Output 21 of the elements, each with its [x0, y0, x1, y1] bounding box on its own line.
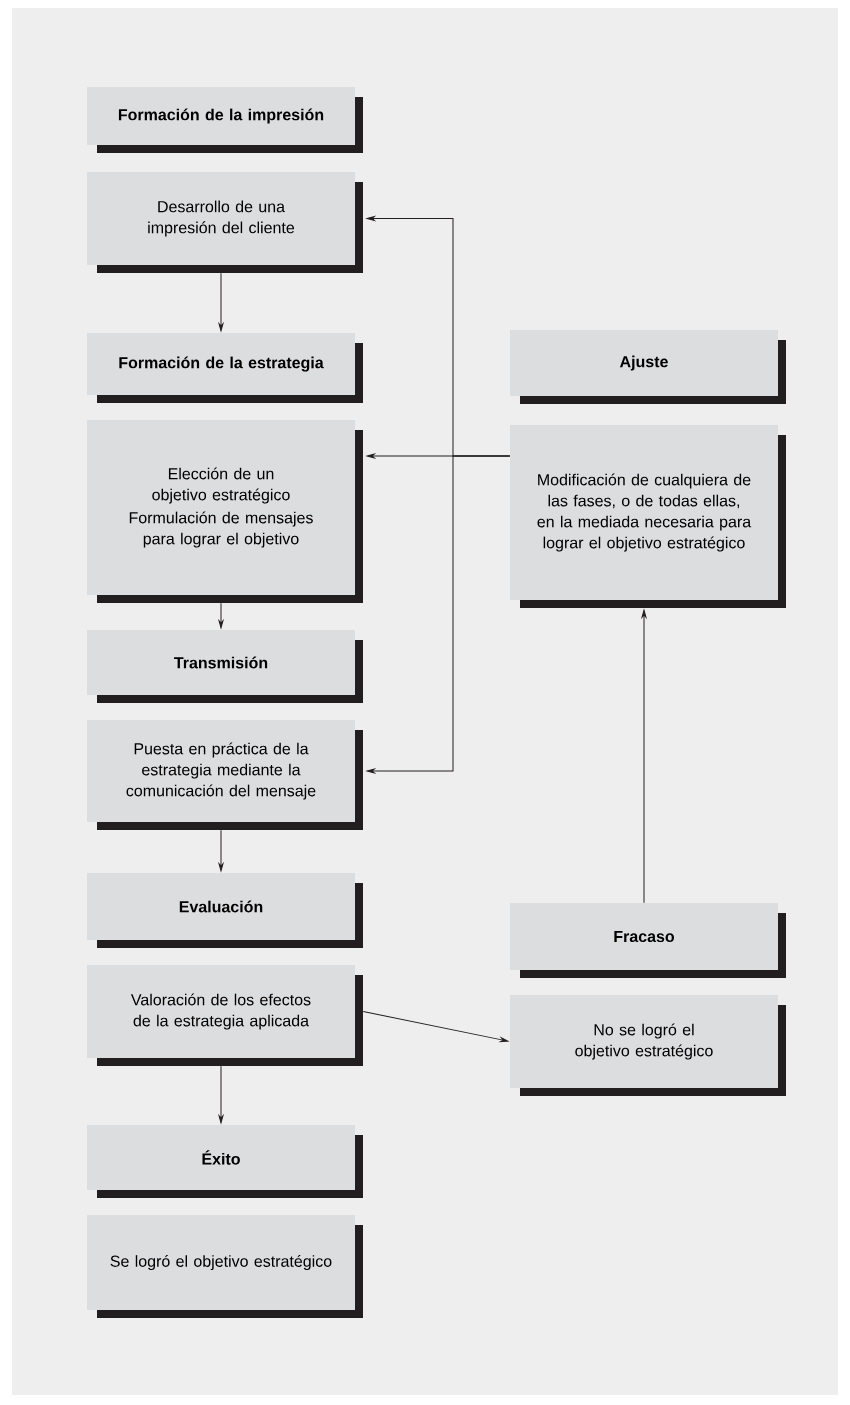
arrow: [218, 1065, 224, 1124]
arrow: [218, 829, 224, 872]
heading-box: Ajuste: [510, 330, 786, 404]
text-box: Puesta en práctica de la estrategia mediante la comunicación del mensaje: [87, 720, 363, 830]
arrow: [362, 1011, 509, 1043]
heading-box: Formación de la estrategia: [87, 333, 363, 403]
arrow: [218, 602, 224, 629]
heading-box: Formación de la impresión: [87, 87, 363, 153]
text-box: Elección de un objetivo estratégico Formulación de mensajes para lograr el objetivo: [87, 420, 363, 603]
heading-box: Fracaso: [510, 903, 786, 978]
text-box: Desarrollo de una impresión del cliente: [87, 172, 363, 273]
arrow: [366, 455, 511, 774]
heading-box: Evaluación: [87, 873, 363, 948]
text-box: Valoración de los efectos de la estrategia aplicada: [87, 965, 363, 1066]
text-box: Se logró el objetivo estratégico: [87, 1215, 363, 1318]
text-box: Modificación de cualquiera de las fases, o de todas ellas, en la mediada necesaria para lograr el objetivo estratégico: [510, 425, 786, 608]
heading-box: Transmisión: [87, 630, 363, 703]
heading-box: Éxito: [87, 1125, 363, 1198]
arrow: [218, 272, 224, 332]
text-box: No se logró el objetivo estratégico: [510, 995, 786, 1096]
arrow: [641, 609, 647, 904]
